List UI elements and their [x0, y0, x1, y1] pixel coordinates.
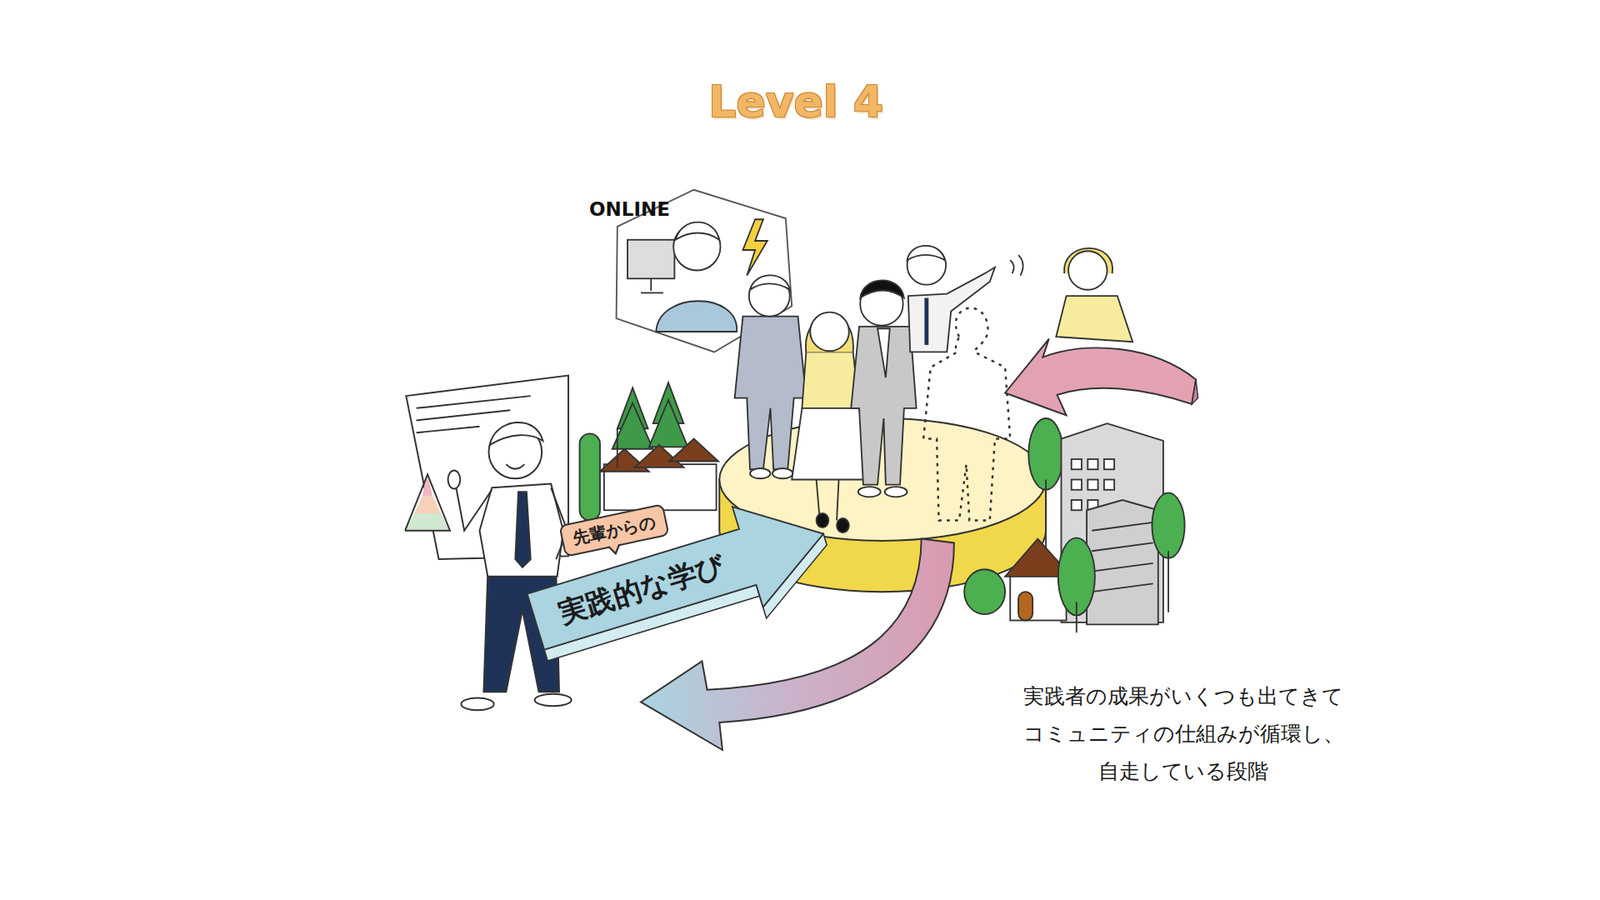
online-label: ONLINE [589, 198, 670, 220]
people [772, 468, 793, 479]
whiteboard [416, 426, 480, 433]
buildings-right [1071, 480, 1082, 490]
people [801, 351, 860, 408]
online-panel [640, 292, 664, 295]
title: Level 4 [708, 76, 884, 127]
buildings-right [1071, 459, 1115, 510]
buildings-right [1028, 418, 1064, 490]
teacher-figure [535, 694, 572, 707]
people [810, 312, 850, 352]
people [836, 480, 839, 521]
woman-right [1055, 295, 1133, 342]
whiteboard [405, 474, 450, 530]
buildings-right [1167, 550, 1170, 612]
houses-left [580, 382, 720, 520]
online-panel [742, 219, 767, 275]
houses-left [669, 439, 719, 462]
woman-right [1055, 248, 1133, 342]
buildings-right [1104, 480, 1115, 490]
buildings-right [1075, 601, 1078, 633]
caption: 実践者の成果がいくつも出てきて コミュニティの仕組みが循環し、 自走している段階 [1004, 677, 1363, 790]
people [750, 275, 790, 290]
people [816, 513, 830, 528]
people [791, 408, 870, 480]
buildings-right [1071, 459, 1082, 470]
buildings-right [1087, 480, 1098, 490]
people [923, 308, 1010, 521]
people [877, 328, 890, 378]
people [816, 480, 820, 516]
houses-left [616, 428, 619, 468]
cycle-arrow [1005, 339, 1196, 416]
teacher-figure [460, 698, 494, 711]
people [850, 326, 916, 485]
people [1010, 255, 1023, 275]
houses-left [580, 433, 600, 520]
buildings-right [1104, 459, 1115, 470]
whiteboard [416, 395, 531, 409]
buildings-right [964, 569, 1005, 615]
people [749, 275, 790, 317]
people [858, 486, 881, 497]
buildings-right [964, 418, 1185, 633]
people [735, 316, 807, 470]
buildings-right [1071, 500, 1082, 510]
buildings-right [1151, 492, 1185, 558]
teacher-figure [455, 487, 492, 530]
people [924, 298, 929, 345]
whiteboard [416, 410, 511, 420]
teacher-figure [480, 483, 564, 576]
buildings-right [1091, 583, 1153, 592]
people [735, 245, 1024, 533]
teacher-figure [490, 422, 544, 445]
buildings-right [1091, 542, 1153, 551]
people [907, 245, 945, 260]
teacher-figure [448, 470, 461, 489]
buildings-right [1086, 500, 1159, 625]
buildings-right [1018, 591, 1033, 620]
people [860, 280, 905, 298]
online-panel [627, 240, 675, 280]
buildings-right [1091, 522, 1153, 531]
people [907, 245, 947, 285]
buildings-right [1091, 563, 1153, 572]
online-panel [655, 300, 737, 332]
online-panel [675, 222, 720, 240]
people [750, 468, 770, 479]
woman-right [1068, 250, 1108, 290]
teacher-figure [505, 464, 525, 470]
teacher-figure [448, 422, 572, 710]
buildings-right [1045, 480, 1047, 552]
houses-left [649, 400, 689, 447]
cycle-arrow-side [1191, 380, 1198, 405]
people [836, 518, 850, 533]
online-panel [650, 278, 652, 291]
arrow-face [520, 484, 840, 673]
houses-left [612, 403, 654, 450]
teacher-figure [515, 491, 530, 568]
tag-bubble: 先輩からの [558, 503, 670, 558]
buildings-right [1087, 459, 1098, 470]
people [885, 486, 908, 497]
